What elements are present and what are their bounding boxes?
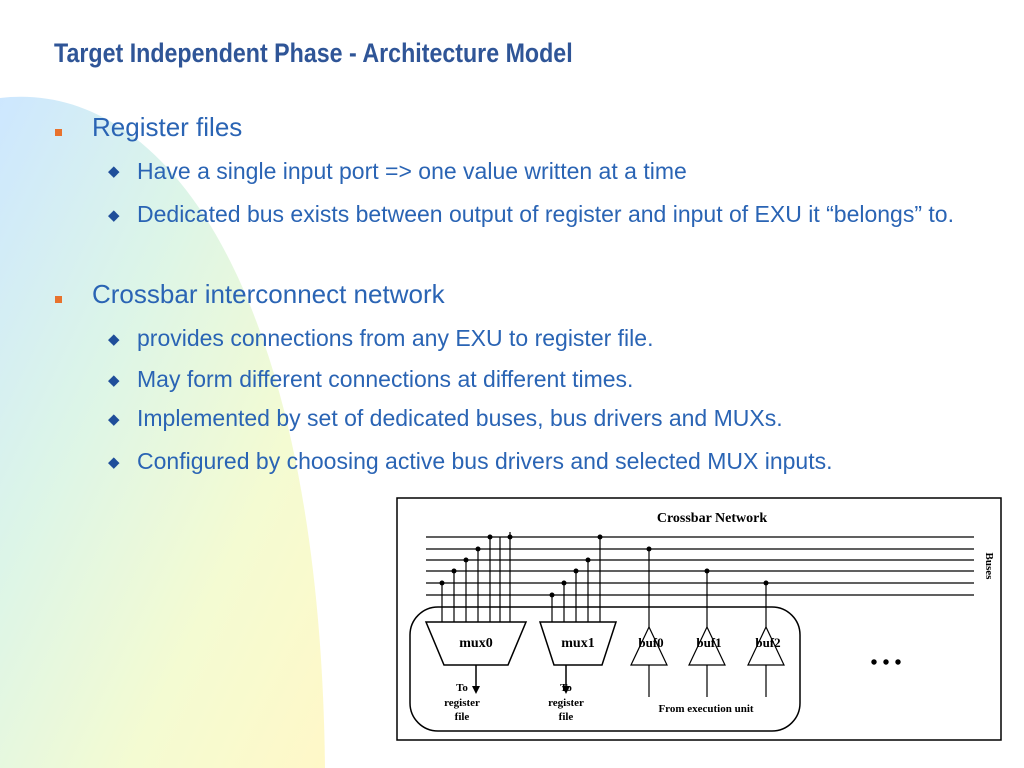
gradient-blob	[0, 96, 325, 768]
diamond-bullet-icon: ◆	[108, 372, 120, 389]
mux0-output-file: file	[455, 711, 470, 723]
bus-lines	[426, 536, 974, 596]
mux0-output-to: To	[456, 682, 468, 694]
ellipsis: • • •	[870, 652, 901, 674]
mux1-output-to: To	[560, 682, 572, 694]
mux1-output-file: file	[559, 711, 574, 723]
sub-bullet-single-input-port: Have a single input port => one value wr…	[137, 158, 687, 184]
bus-drivers	[630, 549, 785, 697]
buf1-label: buf1	[696, 635, 721, 650]
sub-bullet-provides-connections: provides connections from any EXU to reg…	[137, 325, 654, 351]
square-bullet-icon	[55, 296, 62, 303]
sub-bullet-different-connections: May form different connections at differ…	[137, 366, 634, 392]
crossbar-network-diagram: Crossbar Network Buses	[396, 497, 1002, 741]
bullet-crossbar-network: Crossbar interconnect network	[92, 279, 445, 309]
bullet-register-files: Register files	[92, 112, 243, 142]
diamond-bullet-icon: ◆	[108, 163, 120, 180]
sub-bullet-implemented-by: Implemented by set of dedicated buses, b…	[137, 405, 783, 431]
mux1-label: mux1	[561, 636, 594, 651]
mux1-block: mux1 To register file	[538, 621, 618, 723]
diamond-bullet-icon: ◆	[108, 454, 120, 471]
buses-label: Buses	[983, 553, 995, 581]
diamond-bullet-icon: ◆	[108, 207, 120, 224]
mux0-inputs	[441, 532, 511, 622]
mux1-output-register: register	[548, 697, 584, 709]
diamond-bullet-icon: ◆	[108, 331, 120, 348]
sub-bullet-configured-by: Configured by choosing active bus driver…	[137, 448, 833, 474]
diagram-title: Crossbar Network	[657, 511, 768, 526]
buf0-label: buf0	[638, 635, 663, 650]
mux1-inputs	[551, 537, 601, 622]
square-bullet-icon	[55, 129, 62, 136]
sub-bullet-dedicated-bus: Dedicated bus exists between output of r…	[137, 201, 954, 227]
mux0-label: mux0	[459, 636, 492, 651]
slide-title: Target Independent Phase - Architecture …	[54, 38, 573, 68]
mux0-block: mux0 To register file	[424, 621, 528, 723]
mux0-output-register: register	[444, 697, 480, 709]
buf2-label: buf2	[755, 635, 780, 650]
driver-input-label: From execution unit	[658, 703, 753, 715]
diamond-bullet-icon: ◆	[108, 411, 120, 428]
